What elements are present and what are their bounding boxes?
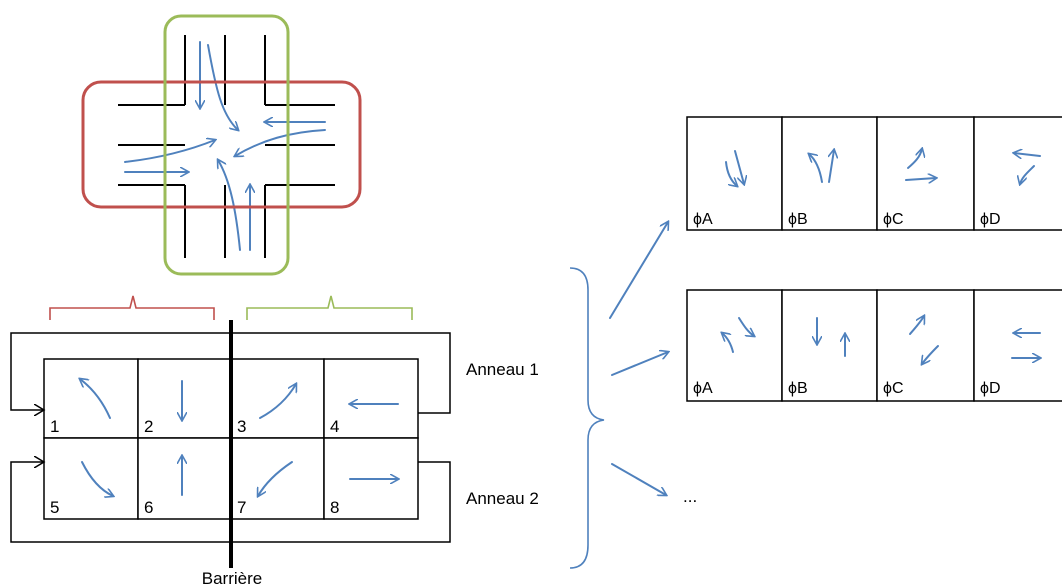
phase-cell-7: [230, 437, 325, 520]
ring-1-label: Anneau 1: [466, 360, 539, 379]
phase-label: ϕA: [693, 211, 713, 228]
major-street-brace: [49, 295, 215, 320]
left-arrow-icon: [1014, 153, 1041, 156]
barrier-label: Barrière: [202, 569, 262, 588]
down-right-curve-arrow-icon: [738, 317, 754, 336]
right-arrow-icon: [905, 178, 936, 180]
down-arrow-icon: [734, 150, 744, 184]
phase-number: 6: [144, 498, 153, 517]
phase-grid: 1 2 3 4 5 6 7 8: [43, 358, 419, 520]
phase-label: ϕD: [980, 380, 1001, 397]
phase-sequence-1: ϕA ϕB ϕC ϕD: [686, 116, 1062, 231]
left-turn-arrow-icon: [722, 333, 734, 353]
left-turn-arrow-icon: [809, 154, 823, 183]
phase-number: 4: [330, 417, 339, 436]
phase-number: 5: [50, 498, 59, 517]
sequence-2-arrow: [611, 352, 668, 376]
up-arrow-icon: [829, 150, 834, 183]
phase-number: 8: [330, 498, 339, 517]
left-down-curve-arrow-icon: [922, 345, 939, 364]
left-down-curve-arrow-icon: [258, 461, 293, 496]
phase-cell-4: [323, 358, 419, 439]
phase-label: ϕB: [788, 380, 808, 397]
right-up-curve-arrow-icon: [909, 316, 924, 335]
phase-number: 3: [237, 417, 246, 436]
ring-2-label: Anneau 2: [466, 489, 539, 508]
phase-cell-2: [137, 358, 232, 439]
sequence-brace: [569, 267, 605, 569]
phase-label: ϕC: [883, 211, 904, 228]
phase-number: 7: [237, 498, 246, 517]
right-up-curve-arrow-icon: [259, 384, 296, 419]
intersection-sketch: [81, 14, 362, 276]
minor-street-brace: [246, 295, 413, 320]
phase-sequence-2: ϕA ϕB ϕC ϕD: [686, 289, 1062, 402]
phase-label: ϕB: [788, 211, 808, 228]
minor-street-box: [163, 14, 290, 276]
major-street-box: [81, 80, 362, 209]
phase-number: 1: [50, 417, 59, 436]
sequence-1-arrow: [609, 222, 668, 319]
down-arrow-icon: [725, 161, 737, 186]
phase-cell-6: [137, 437, 232, 520]
left-down-curve-arrow-icon: [1020, 165, 1035, 184]
left-turn-arrow-icon: [80, 379, 111, 419]
phase-label: ϕA: [693, 380, 713, 397]
phase-label: ϕD: [980, 211, 1001, 228]
more-sequences-arrow: [611, 463, 666, 495]
phase-number: 2: [144, 417, 153, 436]
down-right-curve-arrow-icon: [81, 461, 113, 496]
phase-cell-3: [230, 358, 325, 439]
more-sequences-label: ...: [683, 487, 697, 506]
phase-label: ϕC: [883, 380, 904, 397]
right-up-curve-arrow-icon: [907, 149, 922, 169]
